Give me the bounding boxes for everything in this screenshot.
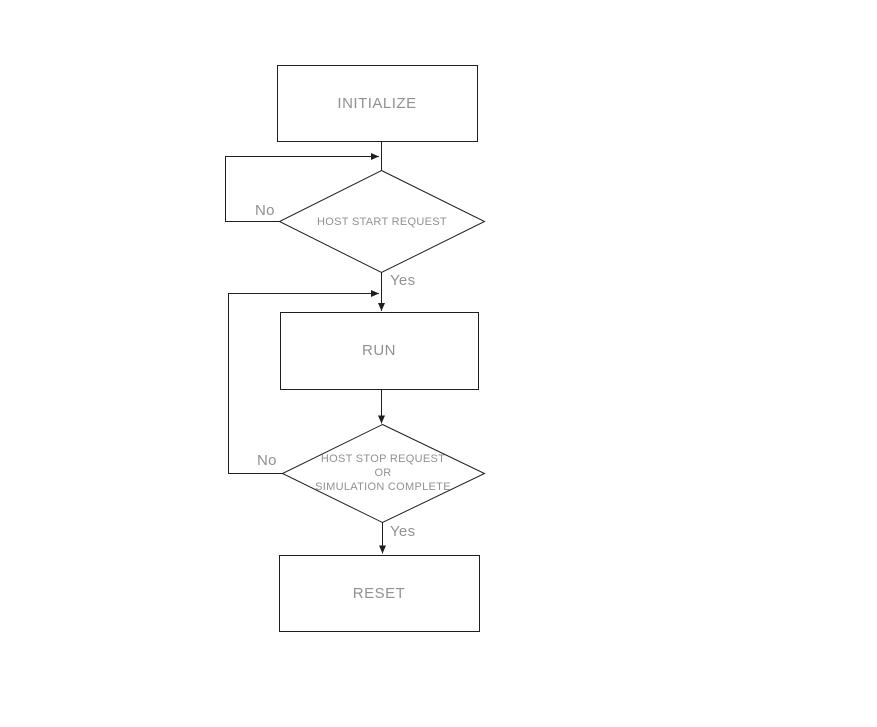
edge-host-stop-no-loop: [228, 290, 379, 474]
host-stop-request-label-line1: HOST STOP REQUEST: [320, 453, 446, 465]
host-stop-request-decision: [281, 423, 486, 524]
host-start-no-label: No: [255, 202, 275, 219]
initialize-label: INITIALIZE: [337, 94, 417, 112]
host-start-request-label: HOST START REQUEST: [317, 216, 447, 228]
host-stop-request-label-line2: OR: [374, 467, 392, 479]
host-stop-request-label-line3: SIMULATION COMPLETE: [315, 481, 451, 493]
host-stop-request-label: HOST STOP REQUEST OR SIMULATION COMPLETE: [283, 452, 483, 494]
run-label: RUN: [362, 342, 396, 359]
edge-host-start-no-loop: [225, 153, 379, 222]
reset-label: RESET: [352, 584, 406, 602]
host-start-request-decision: [278, 169, 486, 274]
run-box: [280, 312, 479, 390]
host-stop-yes-label: Yes: [390, 523, 416, 540]
host-start-yes-label: Yes: [390, 272, 416, 289]
host-stop-no-label: No: [257, 452, 277, 469]
initialize-box: [277, 65, 478, 142]
reset-box: [279, 555, 480, 632]
